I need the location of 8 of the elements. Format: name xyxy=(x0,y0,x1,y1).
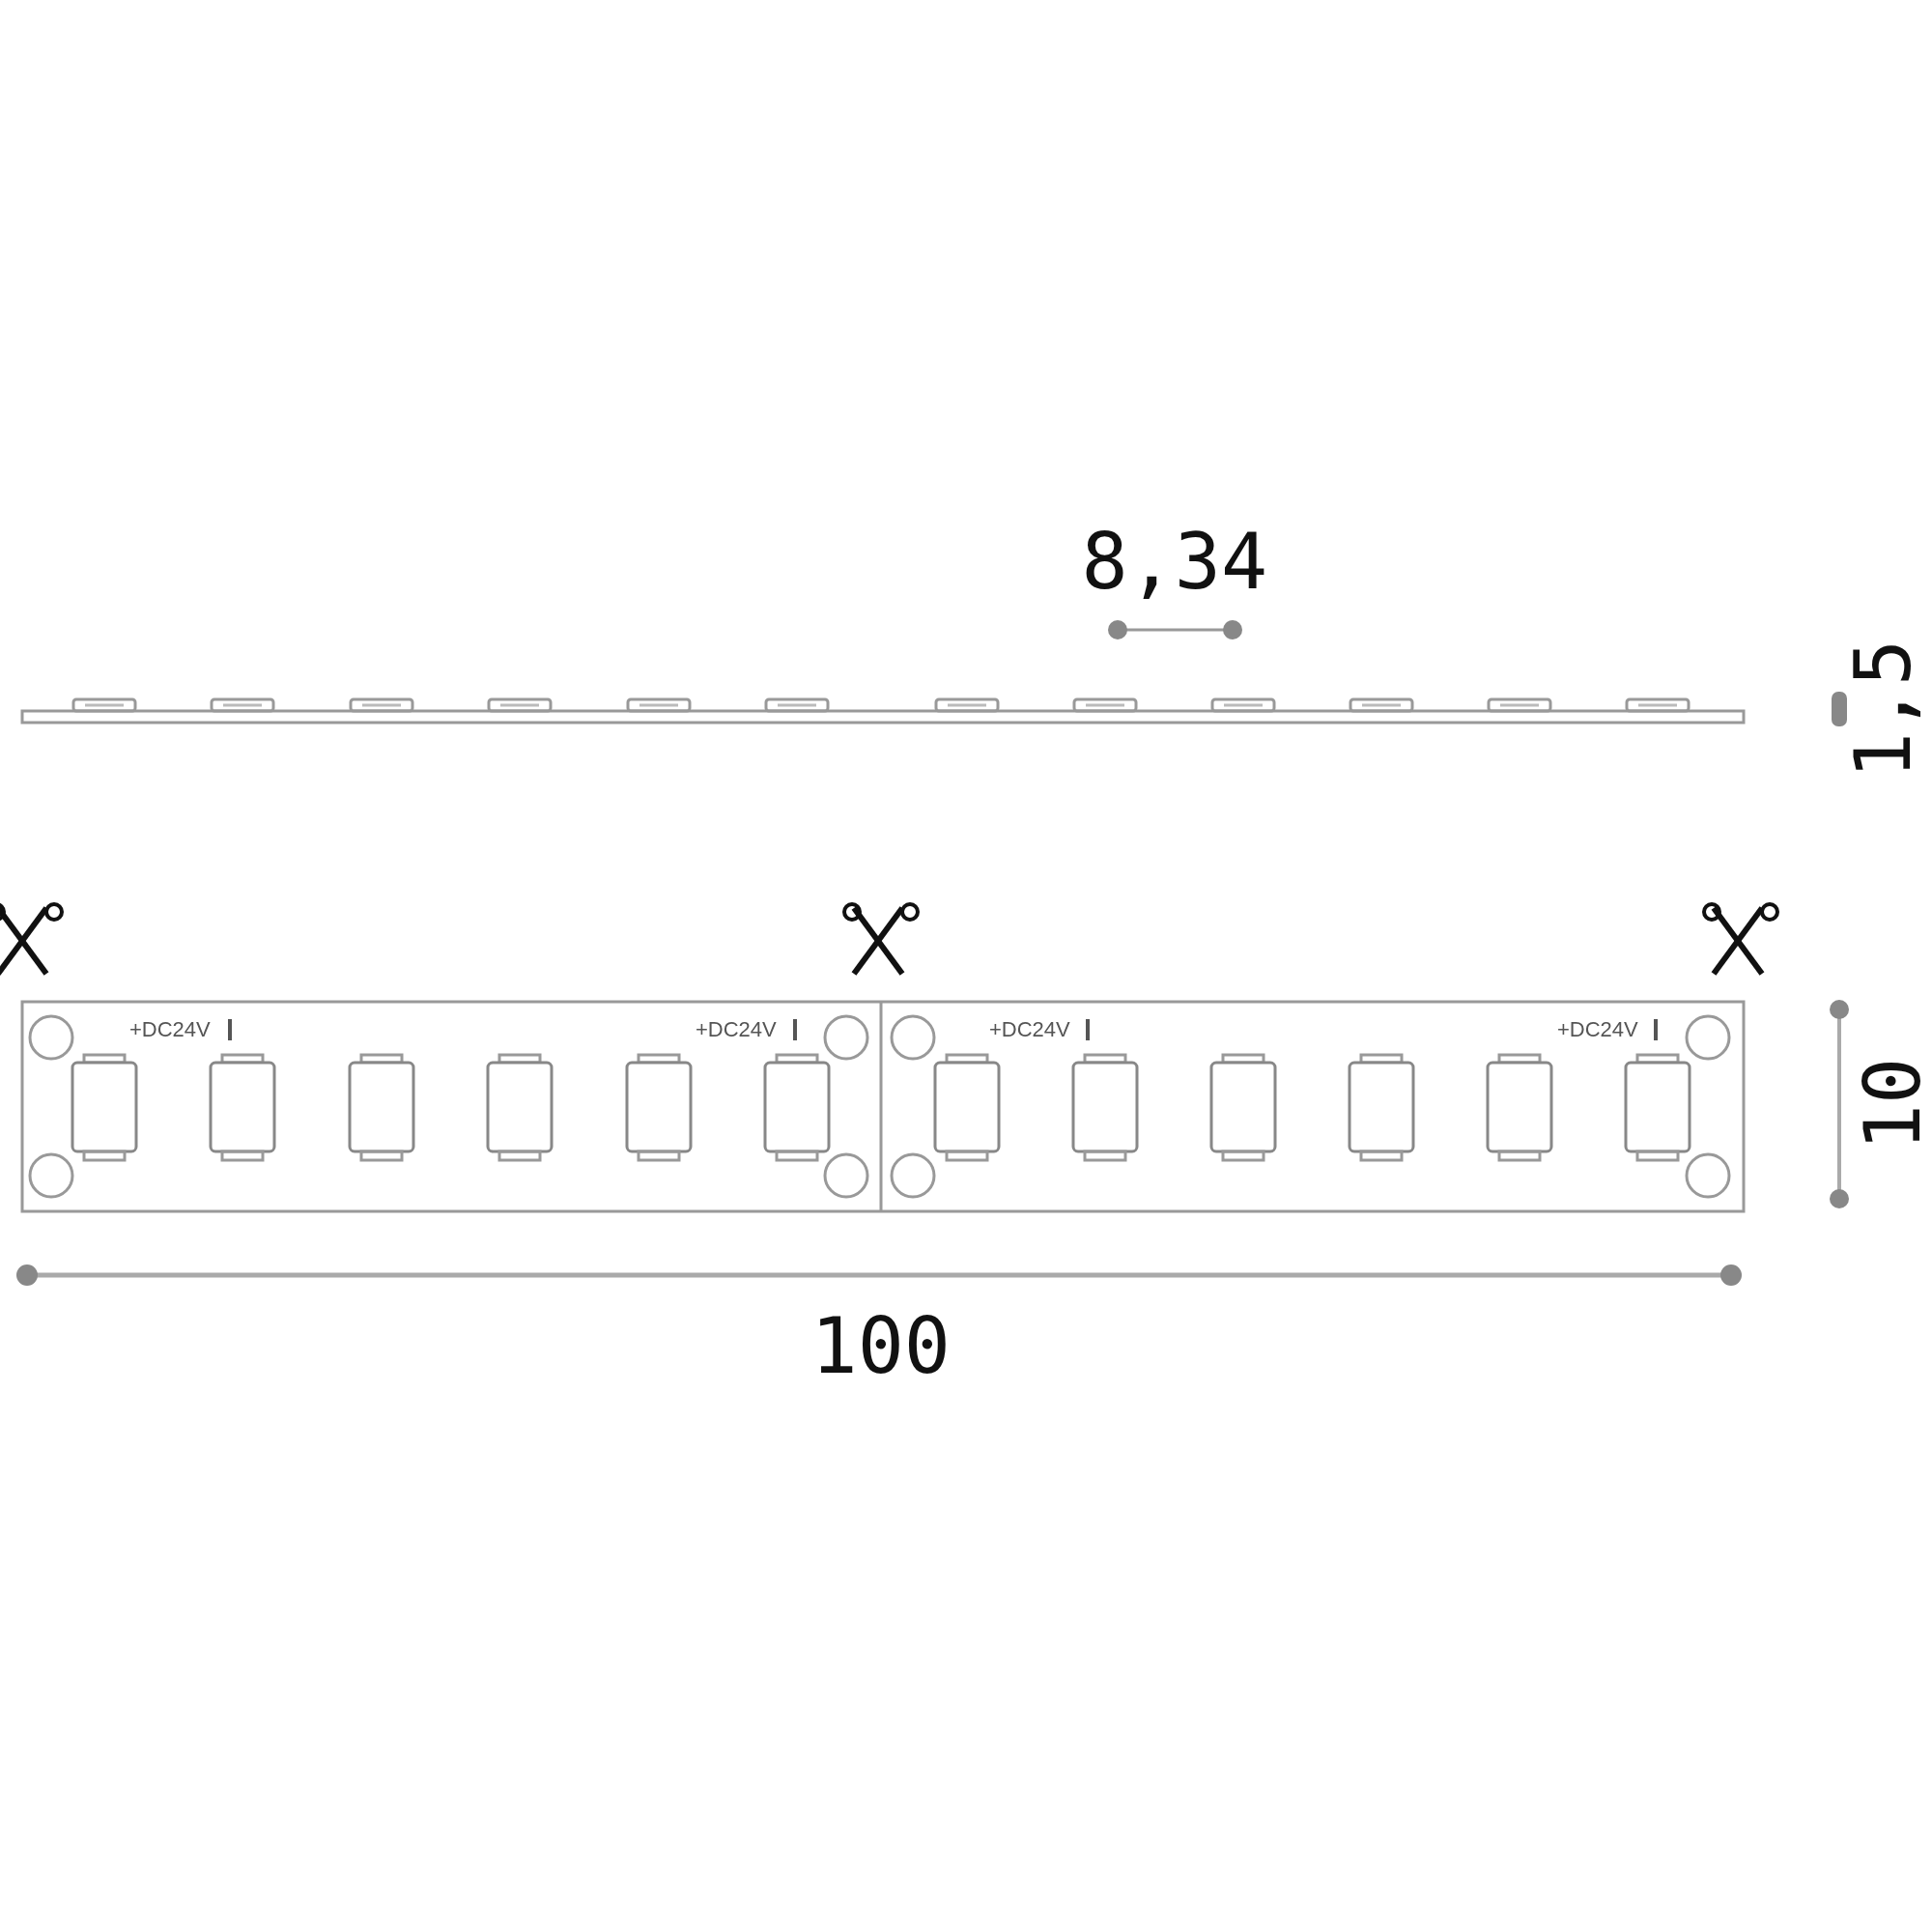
polarity-label: +DC24V xyxy=(1557,1019,1638,1040)
dimension-value: 100 xyxy=(810,1308,951,1385)
polarity-label: +DC24V xyxy=(696,1019,777,1040)
dimension-value: 10 xyxy=(1855,1057,1932,1151)
dimension-value: 1,5 xyxy=(1844,639,1922,780)
polarity-label: +DC24V xyxy=(129,1019,211,1040)
polarity-label: +DC24V xyxy=(989,1019,1070,1040)
dimension-value: 8,34 xyxy=(1081,524,1268,601)
